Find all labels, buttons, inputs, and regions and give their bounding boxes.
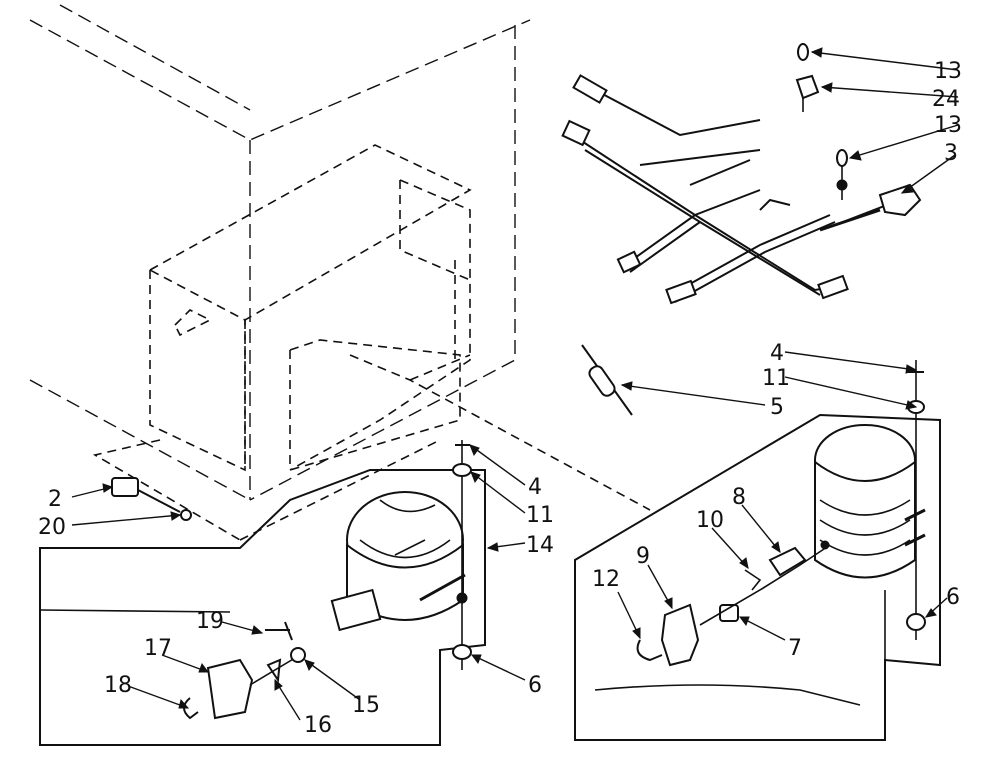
callout-17: 17	[144, 636, 172, 661]
part-3	[878, 183, 922, 217]
part-20	[180, 509, 192, 521]
right-base-plate	[574, 413, 941, 741]
callout-19: 19	[196, 609, 224, 634]
callout-4-right: 4	[770, 341, 784, 366]
cabinet-outline	[29, 4, 651, 541]
callout-10: 10	[696, 508, 724, 533]
callout-6-right: 6	[946, 585, 960, 610]
callout-7: 7	[788, 636, 802, 661]
callout-11-right: 11	[762, 366, 790, 391]
right-compressor	[814, 424, 926, 579]
right-small-parts	[636, 540, 831, 667]
callout-5: 5	[770, 395, 784, 420]
callout-12: 12	[592, 567, 620, 592]
callout-8: 8	[732, 485, 746, 510]
callout-16: 16	[304, 713, 332, 738]
part-8	[768, 546, 807, 577]
callout-24: 24	[932, 87, 960, 112]
part-2	[111, 477, 139, 497]
part-24	[795, 74, 820, 100]
callout-9: 9	[636, 544, 650, 569]
callout-13-lower: 13	[934, 113, 962, 138]
wire-harness	[561, 43, 922, 305]
part-13a	[797, 43, 809, 61]
left-small-parts	[111, 477, 306, 720]
part-15	[290, 647, 306, 663]
leader-lines	[71, 47, 959, 721]
callout-14: 14	[526, 533, 554, 558]
callout-3: 3	[944, 141, 958, 166]
callout-6-left: 6	[528, 673, 542, 698]
left-compressor	[330, 491, 468, 632]
left-mount-hardware	[452, 440, 472, 670]
part-13b	[836, 149, 848, 167]
part-5	[581, 344, 633, 416]
part-9	[660, 603, 700, 667]
callout-15: 15	[352, 693, 380, 718]
callout-labels: 13 24 13 3 4 11 5 2 20 4 11 14 19 17 18 …	[38, 59, 962, 738]
left-base-plate	[39, 469, 486, 746]
callout-13-top: 13	[934, 59, 962, 84]
callout-20: 20	[38, 515, 66, 540]
part-16	[266, 658, 282, 683]
callout-4-left: 4	[528, 475, 542, 500]
part-17	[206, 658, 254, 720]
callout-11-left: 11	[526, 503, 554, 528]
callout-2: 2	[48, 487, 62, 512]
callout-18: 18	[104, 673, 132, 698]
